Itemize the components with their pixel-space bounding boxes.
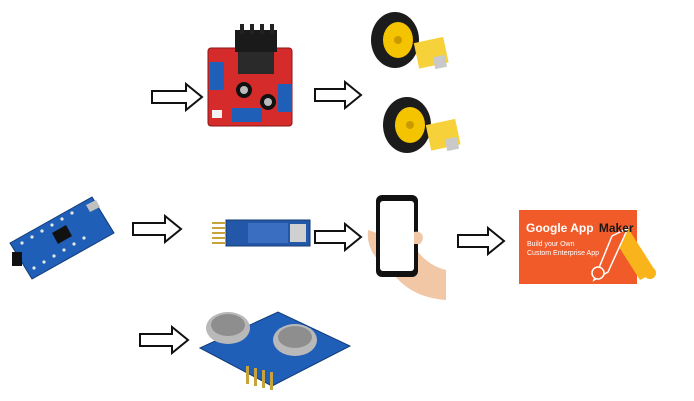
- arrow-phone-to-app-maker: [457, 225, 506, 257]
- app-maker-title-maker: Maker: [598, 221, 634, 235]
- smartphone-in-hand: [367, 195, 446, 300]
- motor-driver-board: [207, 24, 293, 127]
- arrow-to-ultrasonic: [139, 324, 190, 356]
- arrow-nano-to-bluetooth: [132, 213, 183, 245]
- arrow-to-motor-driver: [151, 81, 204, 113]
- bluetooth-module: [212, 219, 311, 247]
- arrow-bluetooth-to-phone: [314, 221, 363, 253]
- dc-gear-motor-wheel-top: [371, 12, 449, 70]
- google-app-maker-logo: [519, 210, 656, 284]
- dc-gear-motor-wheel-bottom: [383, 97, 461, 153]
- app-maker-title: Google App Maker: [526, 221, 634, 235]
- app-maker-title-google: Google App: [526, 221, 594, 235]
- arduino-nano-board: [9, 196, 115, 280]
- app-maker-tagline-1: Build your Own: [527, 241, 575, 248]
- app-maker-tagline-2: Custom Enterprise App: [527, 250, 599, 257]
- arrow-driver-to-motor: [314, 79, 363, 111]
- ultrasonic-sensor: [198, 311, 352, 390]
